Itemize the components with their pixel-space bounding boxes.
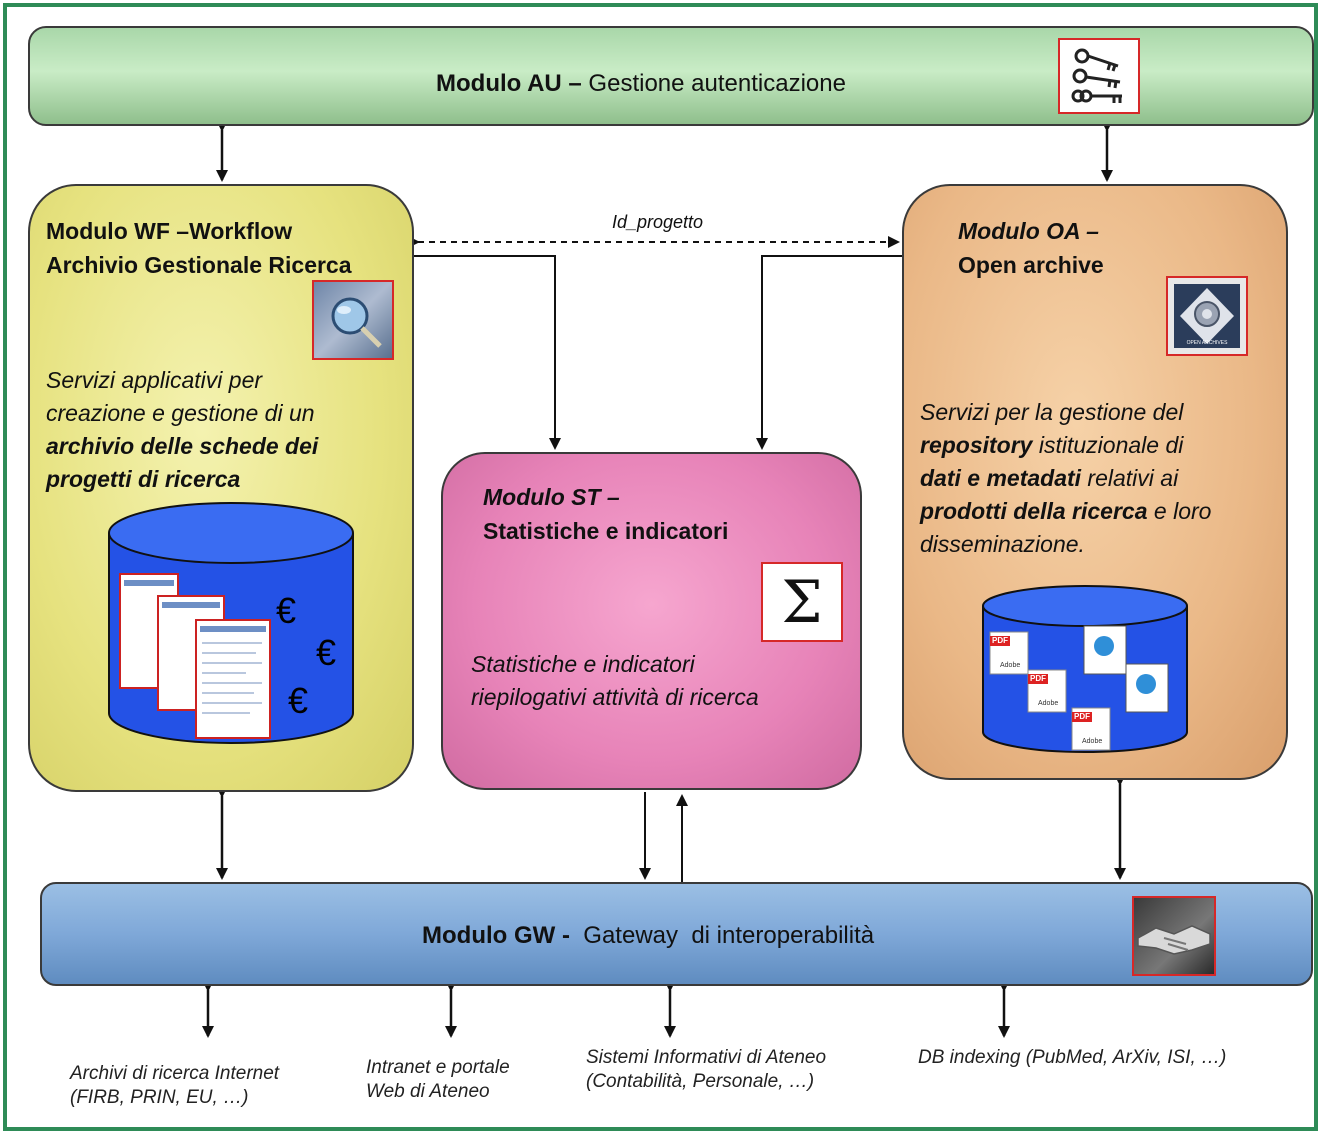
module-wf-description: Servizi applicativi per creazione e gest… xyxy=(46,364,318,496)
module-wf: Modulo WF –Workflow Archivio Gestionale … xyxy=(28,184,414,792)
st-desc-line1: Statistiche e indicatori xyxy=(471,651,695,677)
external-archivi-ricerca: Archivi di ricerca Internet (FIRB, PRIN,… xyxy=(70,1062,279,1110)
module-oa-description: Servizi per la gestione del repository i… xyxy=(920,396,1211,561)
arrow-oa-st xyxy=(756,255,902,450)
module-gw-title-bold: Modulo GW - xyxy=(422,922,570,949)
external-db-indexing: DB indexing (PubMed, ArXiv, ISI, …) xyxy=(918,1046,1226,1070)
oa-desc-line4: prodotti della ricerca e loro xyxy=(920,498,1212,524)
adobe-label-2: Adobe xyxy=(1038,700,1059,707)
pdf-label-3: PDF xyxy=(1074,712,1090,721)
module-st-title-line2: Statistiche e indicatori xyxy=(483,518,729,544)
module-au-title: Modulo AU – Gestione autenticazione xyxy=(436,70,846,98)
adobe-label-3: Adobe xyxy=(1082,738,1103,745)
module-gw-title-rest: Gateway di interoperabilità xyxy=(569,922,875,949)
ext4-line1: DB indexing (PubMed, ArXiv, ISI, …) xyxy=(918,1047,1227,1068)
ext1-line1: Archivi di ricerca Internet xyxy=(70,1063,280,1084)
module-wf-title: Modulo WF –Workflow Archivio Gestionale … xyxy=(46,214,352,282)
ext1-line2: (FIRB, PRIN, EU, …) xyxy=(70,1087,249,1108)
ext3-line2: (Contabilità, Personale, …) xyxy=(586,1071,815,1092)
link-label: Id_progetto xyxy=(612,212,704,232)
module-oa-title-line2: Open archive xyxy=(958,252,1104,278)
module-wf-title-line1: Modulo WF –Workflow xyxy=(46,218,293,244)
module-gw-title: Modulo GW - Gateway di interoperabilità xyxy=(422,922,874,950)
ext2-line2: Web di Ateneo xyxy=(366,1081,490,1102)
module-st-title: Modulo ST – Statistiche e indicatori xyxy=(483,480,728,548)
euro-symbol-3: € xyxy=(288,680,309,721)
diagram-frame xyxy=(3,3,1318,1131)
st-desc-line2: riepilogativi attività di ricerca xyxy=(471,684,759,710)
wf-database-icon xyxy=(108,502,354,744)
module-st: Modulo ST – Statistiche e indicatori Σ S… xyxy=(441,452,862,790)
wf-desc-line2: creazione e gestione di un xyxy=(46,400,315,426)
magnifier-icon xyxy=(312,280,394,360)
external-intranet: Intranet e portale Web di Ateneo xyxy=(366,1056,510,1104)
oa-desc-line5: disseminazione. xyxy=(920,531,1085,557)
euro-symbol-2: € xyxy=(316,632,337,673)
handshake-icon xyxy=(1132,896,1216,976)
oa-database-icon xyxy=(982,585,1188,753)
module-st-title-line1: Modulo ST – xyxy=(483,484,620,510)
module-wf-title-line2: Archivio Gestionale Ricerca xyxy=(46,252,352,278)
arrow-wf-st xyxy=(414,255,561,450)
open-archives-icon: OPEN ARCHIVES xyxy=(1166,276,1248,356)
pdf-label-2: PDF xyxy=(1030,674,1046,683)
ext2-line1: Intranet e portale xyxy=(366,1057,510,1078)
web-document-icons xyxy=(1083,625,1169,713)
wf-desc-line4: progetti di ricerca xyxy=(46,466,241,492)
keys-icon xyxy=(1058,38,1140,114)
wf-desc-line3: archivio delle schede dei xyxy=(46,433,319,459)
module-st-description: Statistiche e indicatori riepilogativi a… xyxy=(471,648,759,714)
adobe-label-1: Adobe xyxy=(1000,662,1021,669)
module-gw: Modulo GW - Gateway di interoperabilità xyxy=(40,882,1313,986)
module-oa-title: Modulo OA – Open archive xyxy=(958,214,1104,282)
module-au-title-rest: Gestione autenticazione xyxy=(581,70,846,97)
oa-desc-line2: repository istituzionale di xyxy=(920,432,1184,458)
oa-desc-line3: dati e metadati relativi ai xyxy=(920,465,1179,491)
sigma-icon: Σ xyxy=(761,562,843,642)
module-oa: Modulo OA – Open archive OPEN ARCHIVES S… xyxy=(902,184,1288,780)
open-archives-caption: OPEN ARCHIVES xyxy=(1186,340,1228,346)
euro-symbol-1: € xyxy=(276,590,297,631)
pdf-document-icons xyxy=(989,631,1111,751)
oa-desc-line1: Servizi per la gestione del xyxy=(920,399,1184,425)
module-au: Modulo AU – Gestione autenticazione xyxy=(28,26,1314,126)
ext3-line1: Sistemi Informativi di Ateneo xyxy=(586,1047,827,1068)
external-sistemi-informativi: Sistemi Informativi di Ateneo (Contabili… xyxy=(586,1046,826,1094)
wf-desc-line1: Servizi applicativi per xyxy=(46,367,263,393)
module-oa-title-line1: Modulo OA – xyxy=(958,218,1099,244)
module-au-title-bold: Modulo AU – xyxy=(436,70,582,97)
pdf-label-1: PDF xyxy=(992,636,1008,645)
